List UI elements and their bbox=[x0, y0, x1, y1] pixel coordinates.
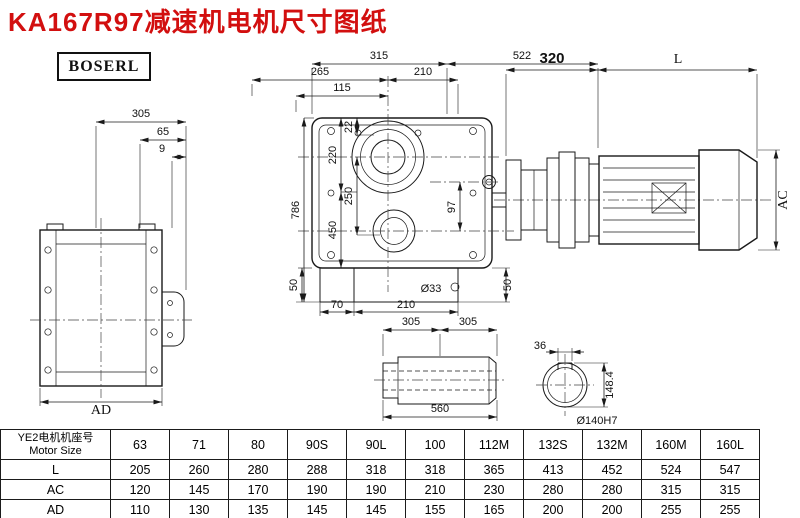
col-header: 90S bbox=[287, 429, 347, 460]
motor-size-table: YE2电机机座号 Motor Size 63 71 80 90S 90L 100… bbox=[0, 429, 760, 518]
col-header: 90L bbox=[346, 429, 406, 460]
row-label: AD bbox=[0, 499, 111, 518]
dim-50-left: 50 bbox=[288, 279, 300, 291]
table-cell: 170 bbox=[228, 479, 288, 500]
col-header: 100 bbox=[405, 429, 465, 460]
table-cell: 365 bbox=[464, 459, 524, 480]
gearbox-front-view: 315 522 265 210 115 786 22 220 250 bbox=[251, 50, 599, 316]
corner-label-cn: YE2电机机座号 bbox=[17, 431, 94, 444]
dim-L: L bbox=[674, 52, 683, 67]
table-cell: 315 bbox=[641, 479, 701, 500]
technical-drawing: 305 65 9 AD bbox=[30, 50, 791, 427]
row-label: L bbox=[0, 459, 111, 480]
shaft-section-view: 36 148.4 Ø140H7 bbox=[534, 340, 618, 427]
dim-210-top: 210 bbox=[414, 66, 432, 78]
dim-305-a: 305 bbox=[402, 316, 420, 328]
table-corner-cell: YE2电机机座号 Motor Size bbox=[0, 429, 111, 460]
col-header: 63 bbox=[110, 429, 170, 460]
table-cell: 230 bbox=[464, 479, 524, 500]
dim-36: 36 bbox=[534, 340, 546, 352]
dim-AD: AD bbox=[91, 403, 111, 418]
col-header: 160M bbox=[641, 429, 701, 460]
col-header: 132S bbox=[523, 429, 583, 460]
table-cell: 145 bbox=[287, 499, 347, 518]
table-cell: 452 bbox=[582, 459, 642, 480]
dim-450: 450 bbox=[327, 221, 339, 239]
hollow-shaft-view: 305 305 560 bbox=[374, 316, 506, 421]
table-cell: 318 bbox=[405, 459, 465, 480]
corner-label-en: Motor Size bbox=[29, 444, 82, 457]
table-cell: 280 bbox=[228, 459, 288, 480]
dim-250: 250 bbox=[343, 187, 355, 205]
table-cell: 288 bbox=[287, 459, 347, 480]
table-header-row: YE2电机机座号 Motor Size 63 71 80 90S 90L 100… bbox=[0, 429, 760, 460]
col-header: 160L bbox=[700, 429, 760, 460]
dim-22: 22 bbox=[343, 121, 355, 133]
dim-220: 220 bbox=[327, 146, 339, 164]
table-cell: 205 bbox=[110, 459, 170, 480]
table-row-L: L 205 260 280 288 318 318 365 413 452 52… bbox=[0, 459, 760, 480]
dim-305-left-view: 305 bbox=[132, 108, 150, 120]
table-cell: 524 bbox=[641, 459, 701, 480]
col-header: 132M bbox=[582, 429, 642, 460]
dim-9: 9 bbox=[159, 143, 165, 155]
table-cell: 110 bbox=[110, 499, 170, 518]
table-cell: 260 bbox=[169, 459, 229, 480]
table-cell: 413 bbox=[523, 459, 583, 480]
table-cell: 190 bbox=[346, 479, 406, 500]
page-title: KA167R97减速机电机尺寸图纸 bbox=[8, 7, 388, 37]
dim-50-right: 50 bbox=[502, 279, 514, 291]
dim-210-bottom: 210 bbox=[397, 299, 415, 311]
dim-560: 560 bbox=[431, 403, 449, 415]
gearbox-side-view: 305 65 9 AD bbox=[30, 108, 192, 418]
table-cell: 155 bbox=[405, 499, 465, 518]
table-cell: 210 bbox=[405, 479, 465, 500]
col-header: 80 bbox=[228, 429, 288, 460]
dim-AC: AC bbox=[776, 190, 791, 209]
dim-70: 70 bbox=[331, 299, 343, 311]
table-cell: 318 bbox=[346, 459, 406, 480]
table-row-AC: AC 120 145 170 190 190 210 230 280 280 3… bbox=[0, 479, 760, 500]
table-cell: 145 bbox=[169, 479, 229, 500]
table-cell: 190 bbox=[287, 479, 347, 500]
dim-320: 320 bbox=[539, 50, 564, 67]
motor-assembly-view: 320 L AC bbox=[492, 50, 791, 251]
dim-265: 265 bbox=[311, 66, 329, 78]
table-cell: 165 bbox=[464, 499, 524, 518]
table-cell: 120 bbox=[110, 479, 170, 500]
brand-logo: BOSERL bbox=[57, 52, 151, 81]
col-header: 71 bbox=[169, 429, 229, 460]
table-row-AD: AD 110 130 135 145 145 155 165 200 200 2… bbox=[0, 499, 760, 518]
table-cell: 135 bbox=[228, 499, 288, 518]
row-label: AC bbox=[0, 479, 111, 500]
table-cell: 280 bbox=[523, 479, 583, 500]
dim-65: 65 bbox=[157, 126, 169, 138]
dim-148-4: 148.4 bbox=[604, 371, 616, 399]
col-header: 112M bbox=[464, 429, 524, 460]
dim-315: 315 bbox=[370, 50, 388, 62]
dim-305-b: 305 bbox=[459, 316, 477, 328]
table-cell: 200 bbox=[523, 499, 583, 518]
table-cell: 255 bbox=[641, 499, 701, 518]
table-cell: 130 bbox=[169, 499, 229, 518]
dim-d33: Ø33 bbox=[421, 283, 442, 295]
dim-115: 115 bbox=[333, 82, 351, 94]
dim-786: 786 bbox=[290, 201, 302, 219]
table-cell: 145 bbox=[346, 499, 406, 518]
table-cell: 280 bbox=[582, 479, 642, 500]
table-cell: 200 bbox=[582, 499, 642, 518]
dim-140H7: Ø140H7 bbox=[577, 415, 618, 427]
table-cell: 547 bbox=[700, 459, 760, 480]
table-cell: 255 bbox=[700, 499, 760, 518]
dim-522: 522 bbox=[513, 50, 531, 62]
dim-97: 97 bbox=[446, 201, 458, 213]
table-cell: 315 bbox=[700, 479, 760, 500]
